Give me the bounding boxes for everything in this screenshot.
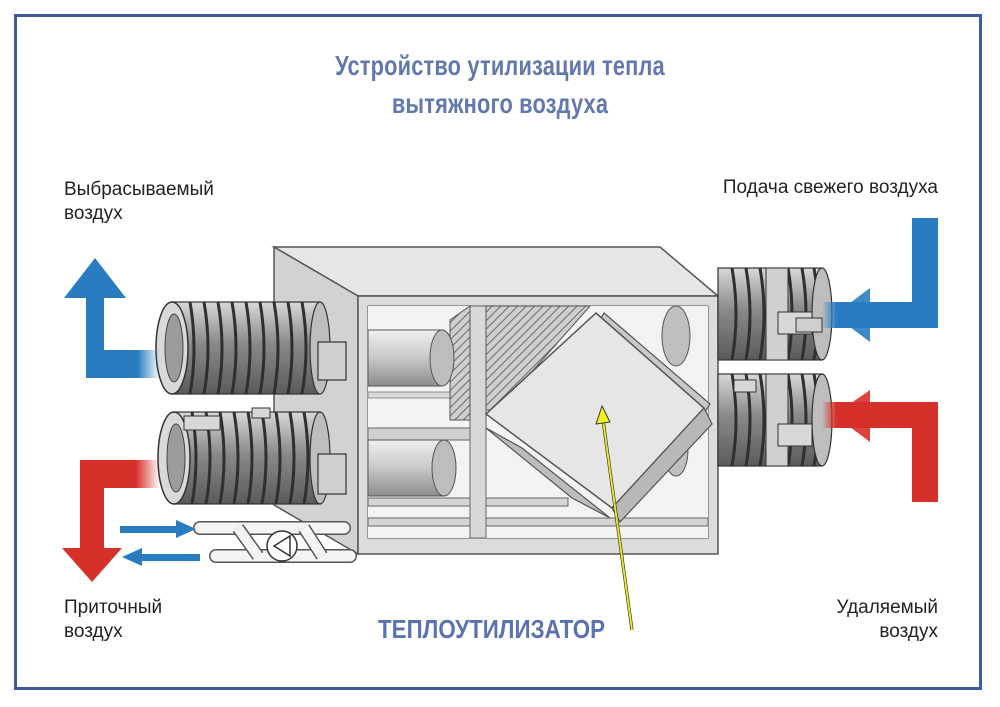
- exhaust-air-arrow: [64, 258, 160, 378]
- exhaust-air-label: Выбрасываемый воздух: [64, 178, 214, 226]
- right-duct-upper: [717, 267, 833, 361]
- pump-icon: [266, 530, 298, 562]
- fresh-air-label: Подача свежего воздуха: [723, 176, 938, 200]
- heat-exchanger-core: [484, 311, 713, 524]
- right-duct-lower: [717, 373, 833, 467]
- heat-exchanger-pointer: [595, 404, 634, 631]
- supply-air-label-line-2: воздух: [64, 621, 123, 642]
- exhaust-air-label-line-2: воздух: [64, 203, 123, 224]
- fresh-air-label-line-1: Подача свежего воздуха: [722, 177, 938, 198]
- heat-exchanger-label: ТЕПЛОУТИЛИЗАТОР: [378, 614, 606, 644]
- left-duct-upper: [155, 301, 347, 395]
- diagram-frame: [14, 14, 982, 690]
- removed-air-arrow: [822, 390, 938, 502]
- fresh-air-arrow: [822, 218, 938, 342]
- inner-fan-upper: [367, 329, 455, 387]
- removed-air-label: Удаляемый воздух: [836, 596, 938, 644]
- removed-air-label-line-2: воздух: [879, 621, 938, 642]
- supply-air-label-line-1: Приточный: [64, 597, 163, 618]
- pipe-flow-arrows: [120, 520, 200, 566]
- removed-air-label-line-1: Удаляемый: [836, 597, 938, 618]
- left-duct-lower: [157, 407, 347, 505]
- right-port-upper: [661, 305, 691, 367]
- diagram-title-line-2: вытяжного воздуха: [391, 88, 609, 119]
- supply-air-arrow: [62, 460, 160, 582]
- supply-air-label: Приточный воздух: [64, 596, 162, 644]
- exhaust-air-label-line-1: Выбрасываемый: [64, 179, 214, 200]
- diagram-title-line-1: Устройство утилизации тепла: [335, 50, 665, 81]
- inner-fan-lower: [367, 439, 457, 497]
